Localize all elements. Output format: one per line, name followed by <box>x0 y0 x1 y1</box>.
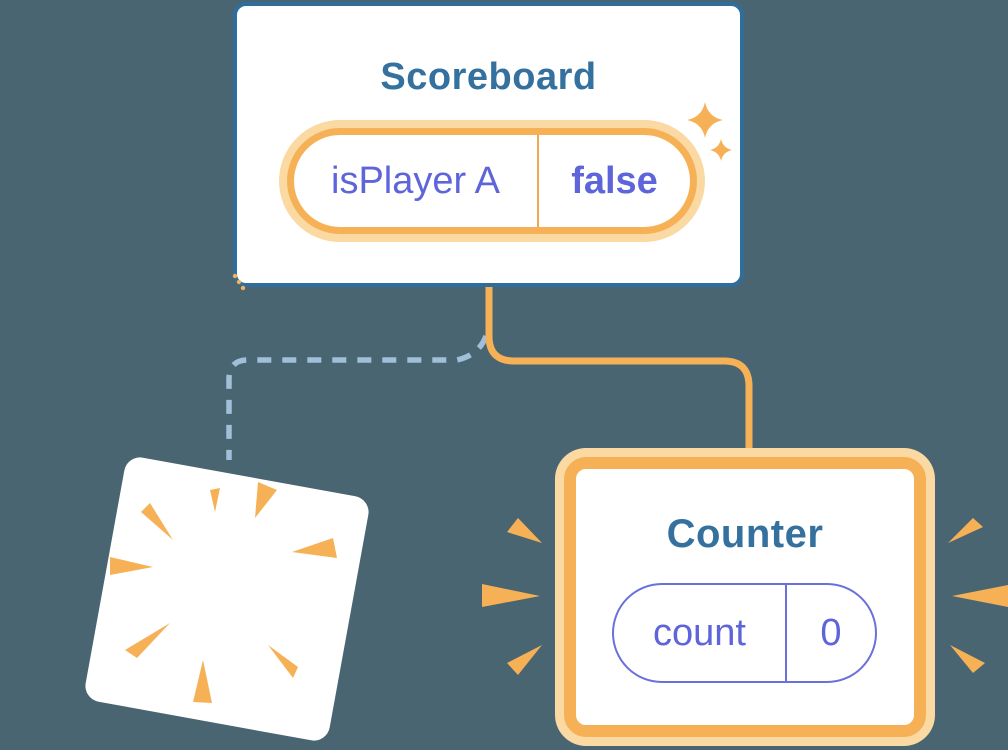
scoreboard-component-card: Scoreboard isPlayer A false <box>233 2 744 287</box>
pill-divider <box>537 135 539 227</box>
scoreboard-title: Scoreboard <box>380 56 597 98</box>
burst-left-icon <box>482 518 542 675</box>
poof-burst-icon <box>110 482 337 703</box>
destroyed-component-card <box>85 457 369 741</box>
dashed-connector <box>226 334 489 460</box>
counter-title: Counter <box>666 512 824 556</box>
state-name-label: count <box>653 611 746 654</box>
solid-connector <box>485 284 753 456</box>
state-value-label: 0 <box>820 611 842 654</box>
counter-component-card: Counter count 0 <box>564 457 926 737</box>
state-value-label: false <box>571 159 658 202</box>
scoreboard-state-pill: isPlayer A false <box>287 128 697 234</box>
state-name-label: isPlayer A <box>331 159 500 202</box>
pill-divider <box>785 585 787 681</box>
counter-state-pill: count 0 <box>612 583 877 683</box>
sparkles-icon <box>687 102 732 161</box>
burst-right-icon <box>948 518 1008 673</box>
